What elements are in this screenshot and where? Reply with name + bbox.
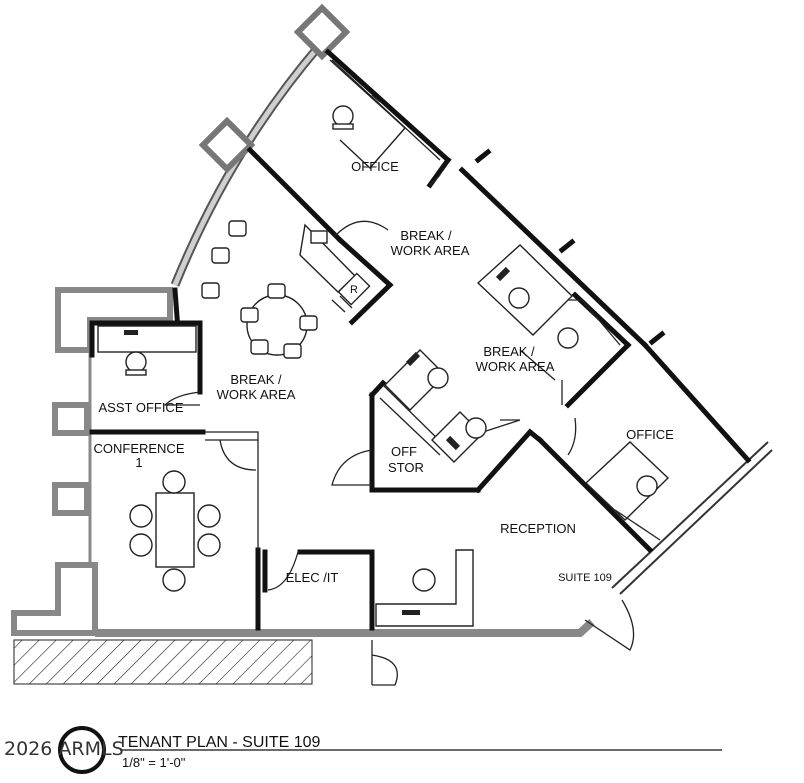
plan-title: TENANT PLAN - SUITE 109 [118,734,321,751]
label-conference-number: 1 [135,455,142,470]
office-top-desk [329,59,406,170]
round-table-set [240,283,318,359]
column-mid [198,116,256,174]
conference-table [129,470,221,592]
plan-scale: 1/8" = 1'-0" [122,755,186,770]
chair [332,105,354,130]
interior-walls [89,48,752,631]
label-office-right: OFFICE [626,427,674,442]
fridge [337,272,371,306]
label-asst-office: ASST OFFICE [99,400,184,415]
label-break-upper-2: WORK AREA [391,243,470,258]
label-reception: RECEPTION [500,521,576,536]
office-right-desk [584,441,670,541]
asst-desk [97,325,197,376]
label-break-left-2: WORK AREA [217,387,296,402]
column-top [293,3,351,61]
exterior-curved-wall [170,42,324,287]
workstation-lower [384,349,487,463]
fridge-label: R [350,284,358,296]
label-break-left-1: BREAK / [230,372,282,387]
kitchen-counter: R [299,223,371,313]
label-conference: CONFERENCE [93,441,184,456]
label-break-right-1: BREAK / [483,344,535,359]
exterior-left-wall [11,287,173,636]
title-block: TENANT PLAN - SUITE 109 1/8" = 1'-0" 202… [4,726,722,774]
label-break-right-2: WORK AREA [476,359,555,374]
exterior-right-wall [611,441,773,595]
label-stor: STOR [388,460,424,475]
label-break-upper-1: BREAK / [400,228,452,243]
label-off: OFF [391,444,417,459]
reception-desk [375,549,474,627]
hatched-area [13,639,313,685]
label-office-top: OFFICE [351,159,399,174]
break-left-chairs [201,220,247,299]
label-suite: SUITE 109 [558,572,612,584]
exterior-bottom-wall [95,619,595,637]
doors [163,220,635,686]
workstation-upper [476,244,579,349]
logo-circle [58,726,106,774]
watermark: 2026 ARMLS [4,738,124,760]
label-elec-it: ELEC /IT [286,570,339,585]
